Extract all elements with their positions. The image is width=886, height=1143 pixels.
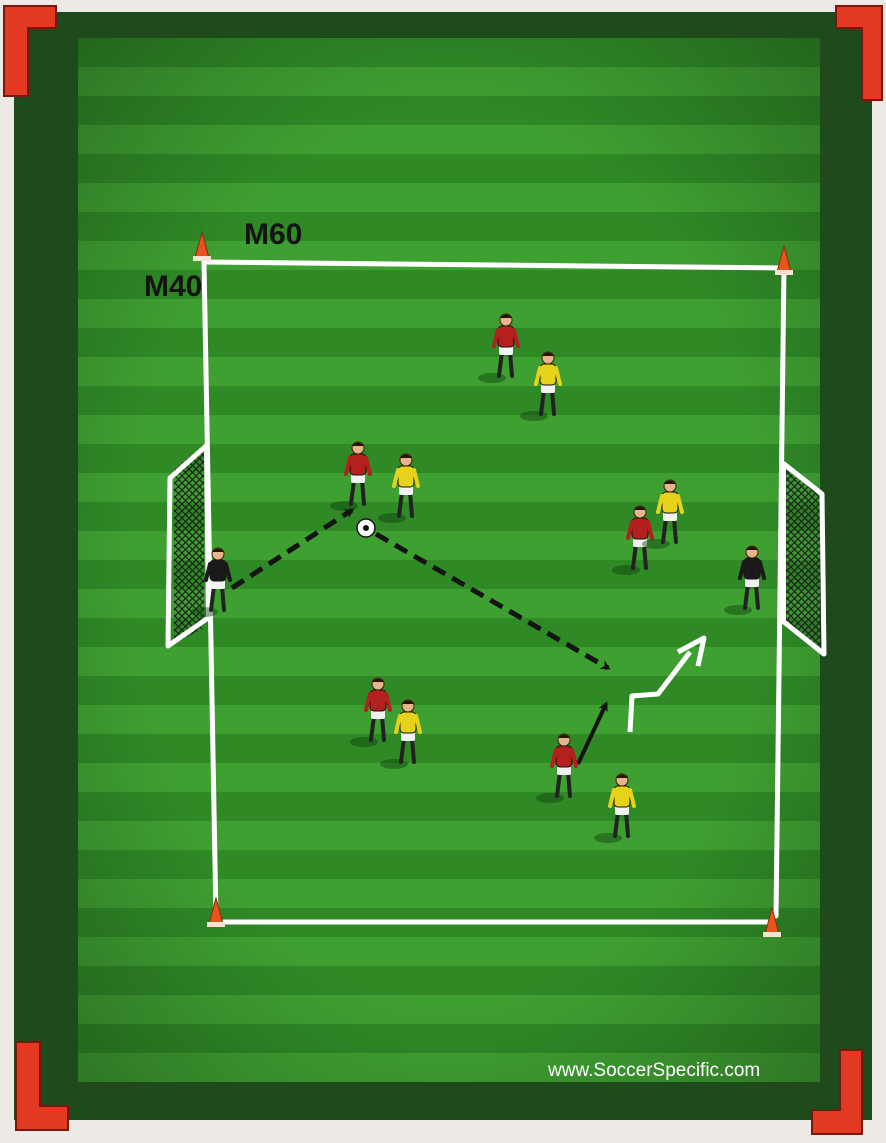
- goal-icon: [784, 464, 824, 654]
- ball-icon: [357, 519, 375, 537]
- website-credit: www.SoccerSpecific.com: [547, 1060, 760, 1081]
- width-label: M40: [144, 270, 202, 303]
- length-label: M60: [244, 218, 302, 251]
